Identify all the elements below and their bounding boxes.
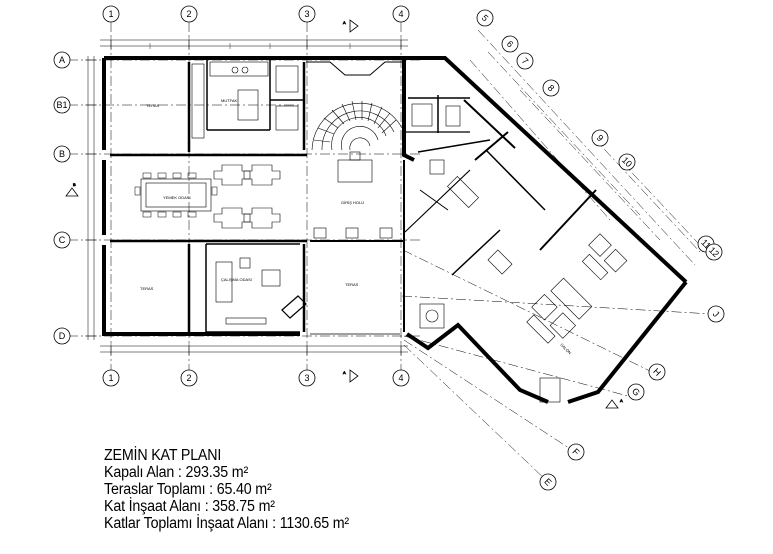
grid-bubble-12 [705, 243, 723, 261]
grid-bubble-4-bottom [392, 369, 410, 387]
grid-bubble-B [53, 145, 71, 163]
interior-walls [110, 60, 597, 333]
grid-bubble-7 [516, 52, 534, 70]
room-label-teras-bottom-mid: TERAS [345, 282, 359, 287]
room-label-giris-holu: GİRİŞ HOLÜ [341, 200, 364, 205]
svg-text:4: 4 [398, 9, 403, 19]
room-label-teras-bottom-left: TERAS [140, 286, 154, 291]
grid-bubble-4-top [392, 5, 410, 23]
svg-text:4: 4 [398, 373, 403, 383]
plan-title: ZEMİN KAT PLANI [104, 447, 222, 464]
grid-bubble-8 [542, 79, 560, 97]
svg-text:D: D [59, 331, 66, 341]
svg-text:6: 6 [505, 39, 516, 50]
svg-text:A: A [620, 398, 623, 403]
grid-bubble-1-top [102, 5, 120, 23]
room-labels: TERAS MUTFAK YEMEK ODASI TERAS ÇALIŞMA O… [140, 98, 572, 355]
svg-text:2: 2 [186, 9, 191, 19]
grid-bubble-1-bottom [102, 369, 120, 387]
room-label-calisma-odasi: ÇALIŞMA ODASI [221, 277, 252, 282]
svg-text:1: 1 [108, 373, 113, 383]
floor-area-text: Kat İnşaat Alanı : 358.75 m² [104, 498, 275, 515]
svg-text:C: C [59, 235, 66, 245]
svg-text:J: J [711, 309, 721, 319]
grid-bubble-G [627, 383, 645, 401]
grid-bubble-3-top [298, 5, 316, 23]
grid-bubble-2-top [180, 5, 198, 23]
furniture [134, 61, 628, 403]
closed-area-text: Kapalı Alan : 293.35 m² [104, 464, 249, 481]
grid-bubble-H [648, 363, 666, 381]
svg-text:2: 2 [186, 373, 191, 383]
svg-text:7: 7 [520, 56, 531, 67]
grid-bubbles [53, 5, 725, 491]
svg-text:H: H [651, 366, 663, 378]
grid-bubble-A [53, 51, 71, 69]
grid-bubble-9 [591, 129, 609, 147]
grid-bubble-3-bottom [298, 369, 316, 387]
svg-text:3: 3 [304, 9, 309, 19]
room-label-teras-top: TERAS [146, 103, 160, 108]
grid-bubble-2-bottom [180, 369, 198, 387]
grid-bubble-C [53, 231, 71, 249]
svg-text:5: 5 [480, 13, 491, 24]
grid-bubble-J [707, 305, 725, 323]
total-area-text: Katlar Toplamı İnşaat Alanı : 1130.65 m² [104, 515, 349, 532]
section-markers: A A B A [65, 19, 623, 409]
grid-bubble-F [567, 443, 585, 461]
svg-text:A: A [343, 20, 346, 25]
grid-bubble-10 [618, 153, 636, 171]
grid-bubble-D [53, 327, 71, 345]
room-label-mutfak: MUTFAK [221, 98, 238, 103]
svg-text:B: B [59, 149, 65, 159]
svg-text:3: 3 [304, 373, 309, 383]
svg-text:9: 9 [595, 133, 606, 144]
grid-bubble-labels: 1 2 3 4 1 2 3 4 A B1 B C D 5 6 7 8 9 10 … [56, 9, 721, 488]
exterior-walls [102, 56, 688, 404]
svg-text:B1: B1 [56, 100, 67, 110]
room-label-salon: SALON [559, 342, 572, 355]
svg-text:F: F [571, 447, 582, 458]
axis-lines [68, 22, 713, 483]
svg-text:A: A [59, 55, 65, 65]
grid-bubble-E [539, 473, 557, 491]
grid-bubble-6 [501, 35, 519, 53]
grid-bubble-5 [476, 9, 494, 27]
terraces-total-text: Teraslar Toplamı : 65.40 m² [104, 481, 272, 498]
dimension-lines [85, 37, 408, 355]
room-label-yemek-odasi: YEMEK ODASI [163, 195, 191, 200]
svg-text:8: 8 [546, 83, 557, 94]
plan-caption: ZEMİN KAT PLANI Kapalı Alan : 293.35 m² … [104, 447, 349, 532]
grid-bubble-B1 [53, 96, 71, 114]
svg-text:1: 1 [108, 9, 113, 19]
svg-text:A: A [343, 370, 346, 375]
svg-text:E: E [542, 476, 553, 487]
svg-text:B: B [73, 182, 76, 187]
staircase [306, 61, 403, 151]
